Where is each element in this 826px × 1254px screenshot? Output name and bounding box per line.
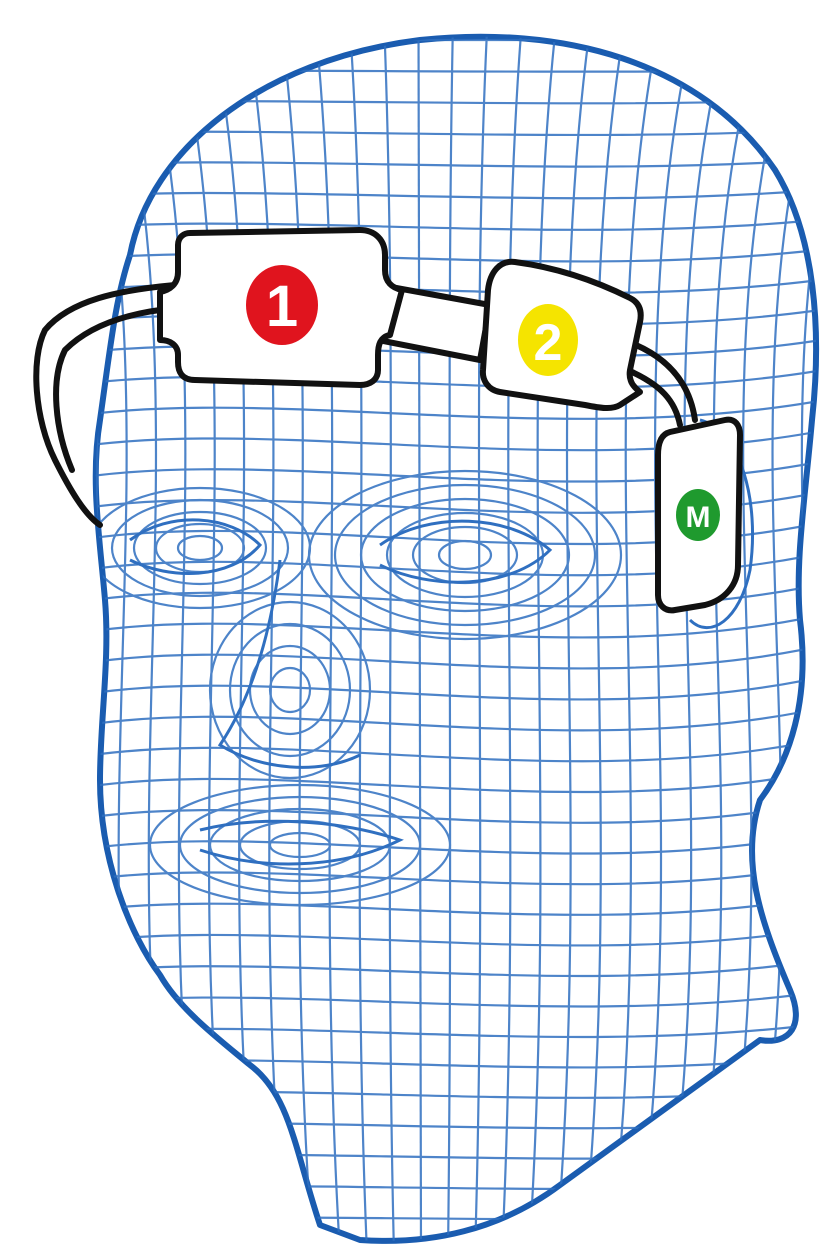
marker-2-label: 2 bbox=[534, 314, 563, 372]
mesh-latitude-line bbox=[40, 1248, 826, 1250]
marker-3: M bbox=[676, 489, 720, 541]
marker-1-label: 1 bbox=[266, 274, 298, 339]
marker-1: 1 bbox=[246, 265, 318, 345]
marker-3-label: M bbox=[686, 501, 711, 534]
mesh-longitude-line bbox=[5, 20, 98, 1254]
marker-2: 2 bbox=[518, 304, 578, 376]
